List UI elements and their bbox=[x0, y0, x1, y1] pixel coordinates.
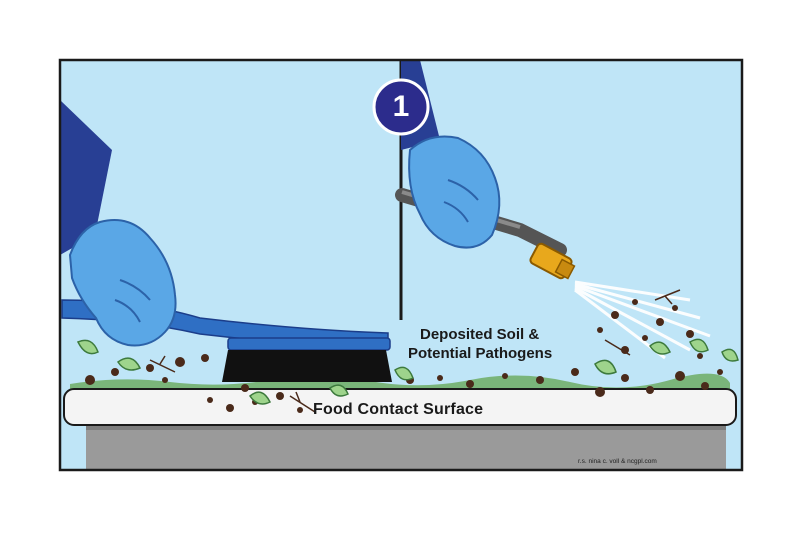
leaf-icon bbox=[76, 338, 739, 405]
credit-text: r.s. nina c. voll & ncgpl.com bbox=[578, 458, 657, 465]
glove-hand-icon bbox=[408, 135, 501, 249]
step-badge bbox=[372, 78, 430, 136]
step-number: 1 bbox=[392, 90, 410, 123]
potential-pathogens-label: Potential Pathogens bbox=[408, 345, 553, 362]
hose-nozzle-icon bbox=[529, 242, 576, 280]
frame-border bbox=[58, 58, 744, 472]
deposited-soil-label: Deposited Soil & bbox=[420, 326, 540, 343]
food-contact-surface bbox=[63, 388, 737, 426]
brush-bristles bbox=[222, 350, 392, 382]
food-contact-surface-label: Food Contact Surface bbox=[313, 401, 484, 418]
brush-head bbox=[227, 337, 391, 351]
twigs bbox=[149, 289, 681, 413]
glove-hand-icon bbox=[68, 219, 177, 347]
left-sleeve bbox=[60, 100, 112, 255]
table-base bbox=[86, 424, 726, 470]
grass-strip bbox=[70, 373, 730, 392]
